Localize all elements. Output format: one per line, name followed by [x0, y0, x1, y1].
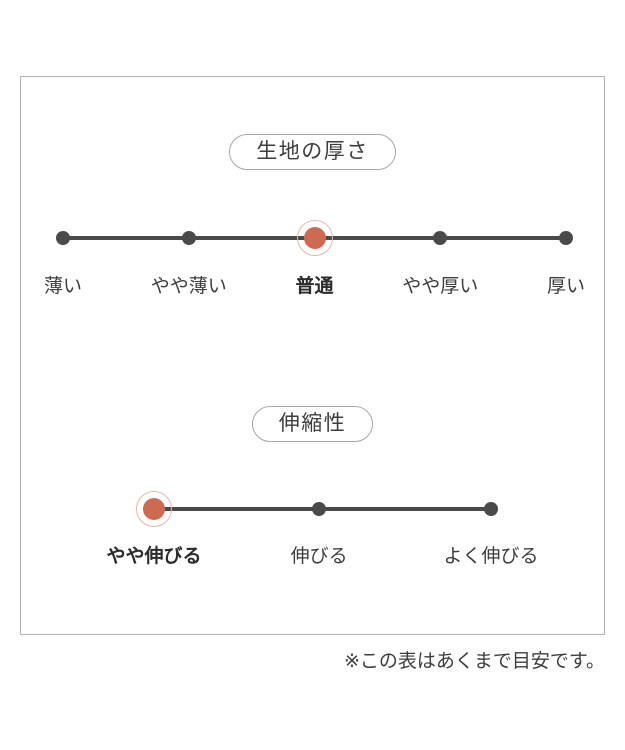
footnote-disclaimer: ※この表はあくまで目安です。: [343, 651, 605, 672]
scale-stretchiness[interactable]: [21, 489, 604, 529]
scale-label-thickness-1: やや薄い: [150, 276, 227, 297]
section-header-stretchiness: 伸縮性: [21, 406, 604, 442]
scale-label-thickness-4: 厚い: [546, 276, 586, 297]
scale-dot-stretch-1[interactable]: [312, 502, 327, 516]
scale-dot-thickness-0[interactable]: [56, 231, 70, 245]
scale-label-stretch-2: よく伸びる: [443, 546, 539, 567]
fabric-spec-panel: 生地の厚さ 薄い やや薄い 普通 やや厚い 厚い 伸縮性: [20, 76, 605, 635]
scale-dot-thickness-1[interactable]: [181, 231, 196, 245]
labels-wrap-stretch: やや伸びる 伸びる よく伸びる: [106, 543, 538, 571]
scale-fabric-thickness[interactable]: [21, 218, 604, 258]
scale-labels-fabric-thickness: 薄い やや薄い 普通 やや厚い 厚い: [21, 273, 604, 301]
scale-track-wrap-stretch: [136, 489, 498, 529]
labels-wrap-thickness: 薄い やや薄い 普通 やや厚い 厚い: [44, 273, 585, 301]
scale-dot-stretch-0-active[interactable]: [136, 491, 172, 527]
scale-labels-stretchiness: やや伸びる 伸びる よく伸びる: [21, 543, 604, 571]
scale-dot-thickness-4[interactable]: [559, 231, 573, 245]
scale-dot-thickness-3[interactable]: [433, 231, 448, 245]
section-header-fabric-thickness: 生地の厚さ: [21, 134, 604, 170]
scale-dot-stretch-2[interactable]: [484, 502, 498, 516]
scale-label-thickness-3: やや厚い: [402, 276, 479, 297]
badge-stretchiness: 伸縮性: [251, 406, 374, 442]
scale-dot-thickness-2-active[interactable]: [296, 220, 333, 256]
scale-label-thickness-0: 薄い: [43, 276, 83, 297]
scale-track-wrap-thickness: [56, 218, 573, 258]
scale-label-stretch-0-active: やや伸びる: [106, 546, 202, 567]
scale-label-stretch-1: 伸びる: [290, 546, 348, 567]
scale-label-thickness-2-active: 普通: [295, 276, 334, 297]
badge-fabric-thickness: 生地の厚さ: [229, 134, 396, 170]
